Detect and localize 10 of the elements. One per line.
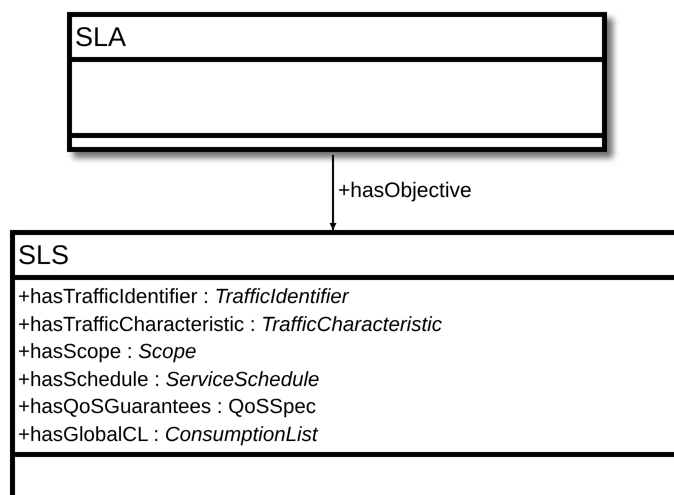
attribute-text: +hasQoSGuarantees : QoSSpec — [18, 394, 316, 420]
attribute-text: +hasGlobalCL : ConsumptionList — [18, 422, 318, 448]
class-box — [10, 230, 674, 495]
class-name: SLS — [17, 239, 70, 272]
attribute-text: +hasTrafficIdentifier : TrafficIdentifier — [18, 284, 349, 310]
attribute-text: +hasSchedule : ServiceSchedule — [18, 366, 320, 392]
class-box — [67, 12, 607, 152]
class-name: SLA — [74, 21, 126, 54]
attribute-text: +hasScope : Scope — [18, 339, 196, 365]
attribute-text: +hasTrafficCharacteristic : TrafficCharacteristic — [18, 312, 442, 338]
